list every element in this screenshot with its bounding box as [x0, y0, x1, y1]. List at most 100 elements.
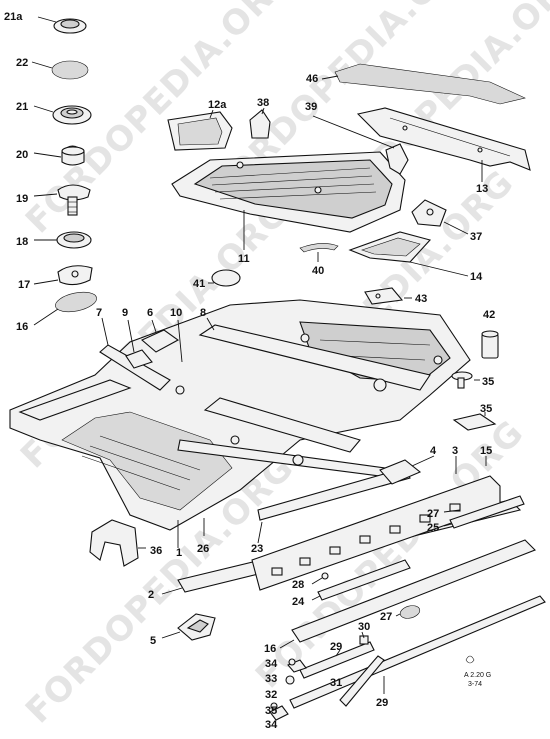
rocker-panel: [251, 475, 501, 591]
callout-6: 6: [147, 307, 153, 319]
callout-44: 42: [483, 309, 495, 321]
bracket-40: [249, 107, 271, 139]
callout-12: 12a: [208, 99, 227, 111]
callout-21: 21: [16, 101, 28, 113]
callout-17: 17: [18, 279, 30, 291]
moulding-30: [289, 595, 546, 709]
callout-25: 25: [427, 522, 439, 534]
callout-34-lower: 34: [265, 719, 278, 731]
sill-23: [257, 467, 411, 544]
callout-30: 29: [376, 697, 388, 709]
bracket-4: [379, 455, 435, 485]
callout-41: 39: [305, 101, 317, 113]
callout-2: 2: [148, 589, 154, 601]
strip-42: [299, 243, 339, 262]
callout-10: 10: [170, 307, 182, 319]
callout-32: 31: [330, 677, 342, 689]
callout-27-lower: 28: [292, 579, 304, 591]
sill-15: [279, 539, 536, 649]
crossmember-13: [356, 107, 531, 182]
pad-16: [33, 291, 97, 326]
callout-16: 16: [16, 321, 28, 333]
callout-4: 4: [430, 445, 437, 457]
grommet-21: [33, 105, 92, 125]
pad-17: [33, 265, 93, 286]
callout-42: 40: [312, 265, 324, 277]
callout-38: 36: [150, 545, 162, 557]
callout-36: 35: [480, 403, 492, 415]
callout-37: 35: [482, 376, 494, 388]
callout-34-upper: 33: [265, 673, 277, 685]
rail-46: [321, 63, 526, 105]
callout-46: 46: [306, 73, 318, 85]
callout-22: 22: [16, 57, 28, 69]
callout-9: 9: [122, 307, 128, 319]
plate-36: [452, 412, 497, 431]
stud-19: [33, 184, 91, 216]
callout-12a: 14: [470, 271, 483, 283]
callout-33: 32: [265, 689, 277, 701]
callout-35-upper: 34: [265, 658, 278, 670]
member-7: [101, 317, 109, 346]
callout-43: 41: [193, 278, 205, 290]
callout-24: 24: [292, 596, 305, 608]
callout-1: 1: [176, 547, 182, 559]
step-24: [311, 559, 411, 601]
drawing-code: A 2.20 G 3-74: [464, 655, 491, 688]
callout-3: 3: [452, 445, 458, 457]
badge-28: [395, 605, 421, 619]
callout-13: 13: [476, 183, 488, 195]
clip-34-lower: [269, 705, 289, 721]
callout-27-upper: 27: [427, 508, 439, 520]
plug-20: [33, 145, 85, 166]
step-25: [443, 495, 525, 529]
callout-18: 18: [16, 236, 28, 248]
callout-26: 26: [197, 543, 209, 555]
bracket-6: [140, 319, 180, 353]
clip-35-lower: [270, 702, 278, 710]
callout-19: 19: [16, 193, 28, 205]
callout-11: 11: [238, 253, 250, 265]
main-floor-pan: [9, 299, 471, 548]
bracket-9: [125, 319, 153, 369]
callout-20: 20: [16, 149, 28, 161]
member-8: [206, 317, 215, 331]
bracket-39: [411, 199, 469, 235]
callout-21a: 21a: [4, 11, 23, 23]
strip-27-lower: [311, 572, 329, 585]
callout-15: 16: [264, 643, 276, 655]
bracket-41: [312, 115, 409, 175]
moulding-29: [299, 641, 375, 679]
fitting-37: [451, 371, 480, 389]
callout-23: 23: [251, 543, 263, 555]
strip-27-upper: [443, 509, 461, 513]
rear-floor-pan: [171, 151, 406, 250]
drawing-code-ref: A 2.20 G: [464, 672, 491, 679]
callout-45: 43: [415, 293, 427, 305]
bracket-10: [177, 319, 183, 363]
bracket-5: [161, 613, 216, 641]
callout-8: 8: [200, 307, 206, 319]
cover-43: [208, 269, 241, 287]
callout-40: 38: [257, 97, 269, 109]
bracket-38: [89, 519, 146, 567]
grommet-18: [34, 231, 92, 249]
clip-31: [359, 631, 369, 645]
callout-7: 7: [96, 307, 102, 319]
clip-35-upper: [288, 658, 296, 666]
strip-32: [339, 655, 385, 707]
panel-12: [167, 109, 233, 151]
callout-5: 5: [150, 635, 156, 647]
callout-14: 15: [480, 445, 492, 457]
callout-29: 29: [330, 641, 342, 653]
callout-28: 27: [380, 611, 392, 623]
clip-33: [285, 675, 295, 685]
callout-31: 30: [358, 621, 370, 633]
plug-22: [31, 60, 89, 80]
panel-12a: [348, 231, 469, 277]
callout-35-lower: 35: [265, 705, 277, 717]
callout-39: 37: [470, 231, 482, 243]
plug-21a: [37, 16, 87, 34]
bracket-45: [364, 287, 412, 305]
